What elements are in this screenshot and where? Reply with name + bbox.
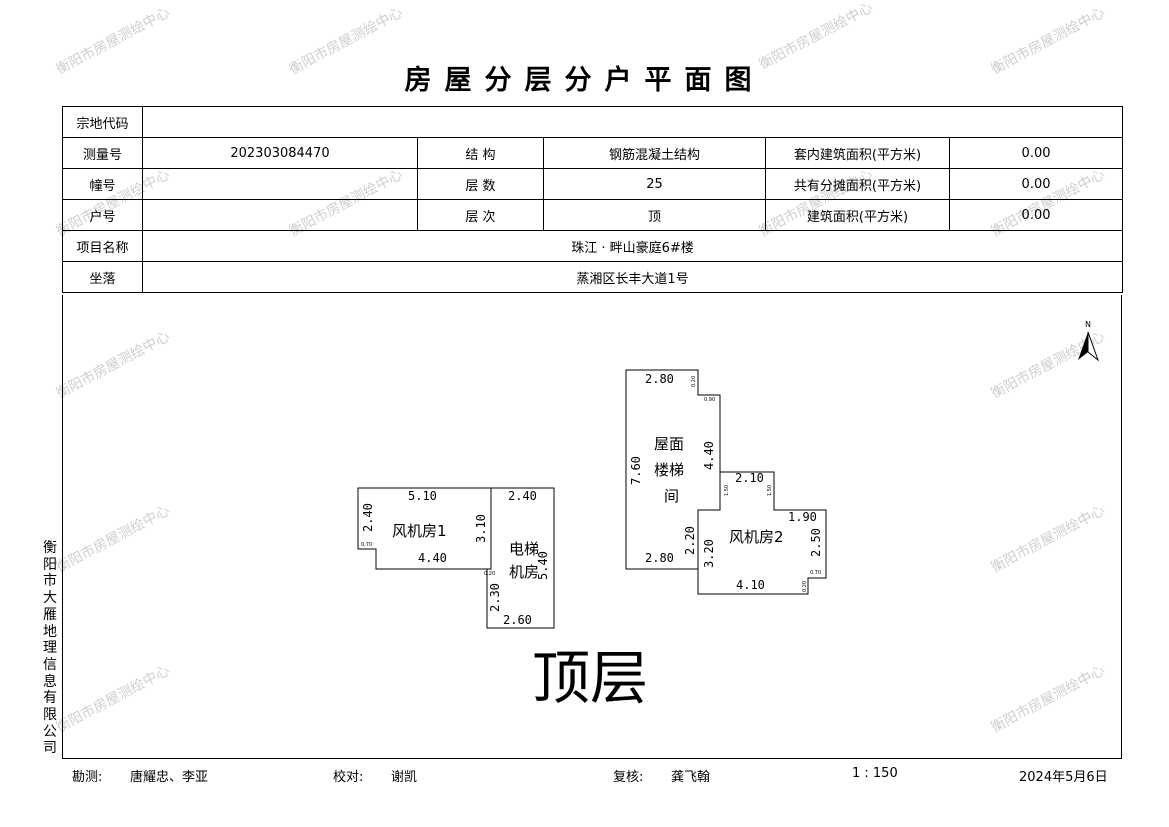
page-title: 房屋分层分户平面图 xyxy=(404,65,765,96)
room-name-roof-stairwell: 楼梯 xyxy=(654,461,684,479)
room-outline-fan-room-2 xyxy=(697,471,827,595)
north-arrow-icon: N xyxy=(1078,320,1100,362)
dimension-label: 3.20 xyxy=(702,539,716,568)
info-table: 宗地代码 测量号 202303084470 结 构 钢筋混凝土结构 套内建筑面积… xyxy=(62,106,1124,293)
shared-area-value: 0.00 xyxy=(948,168,1124,200)
inner-area-value: 0.00 xyxy=(948,137,1124,169)
row-label-building-number: 幢号 xyxy=(62,168,143,200)
row-label-project-name: 项目名称 xyxy=(62,230,143,262)
floor-plan-area xyxy=(62,295,1122,759)
dimension-label: 2.80 xyxy=(645,372,674,386)
dimension-label: 0.20 xyxy=(802,581,808,592)
room-name-fan-room-1: 风机房1 xyxy=(392,522,447,540)
floor-level-value: 顶 xyxy=(543,199,766,231)
dimension-label: 1.50 xyxy=(724,485,730,496)
room-name-roof-stairwell: 间 xyxy=(664,487,679,505)
table-row: 幢号 层 数 25 共有分摊面积(平方米) 0.00 xyxy=(62,168,1124,200)
dimension-label: 0.70 xyxy=(810,570,821,576)
dimension-label: 2.40 xyxy=(508,489,537,503)
room-name-fan-room-2: 风机房2 xyxy=(729,528,784,546)
dimension-label: 2.20 xyxy=(683,526,697,555)
room-name-elevator-room: 电梯 xyxy=(509,540,539,558)
dimension-label: 0.90 xyxy=(704,397,715,403)
reviewer-value: 龚飞翰 xyxy=(671,770,711,785)
date-text: 2024年5月6日 xyxy=(1019,770,1108,785)
dimension-label: 0.70 xyxy=(361,542,372,548)
dimension-label: 2.40 xyxy=(361,503,375,532)
floor-label: 顶层 xyxy=(532,644,648,712)
dimension-label: 1.90 xyxy=(788,510,817,524)
location-value: 蒸湘区长丰大道1号 xyxy=(141,261,1124,293)
dimension-label: 2.10 xyxy=(735,471,764,485)
dimension-label: 4.10 xyxy=(736,578,765,592)
company-name: 衡阳市大雁地理信息有限公司 xyxy=(43,540,57,757)
dimension-label: 3.10 xyxy=(474,514,488,543)
row-label-building-area: 建筑面积(平方米) xyxy=(765,199,950,231)
scale-text: 1 : 150 xyxy=(852,766,898,781)
table-row: 坐落 蒸湘区长丰大道1号 xyxy=(62,261,1124,293)
table-row: 项目名称 珠江 · 畔山豪庭6#楼 xyxy=(62,230,1124,262)
reviewer-label: 复核: xyxy=(613,770,644,785)
dimension-label: 0.20 xyxy=(484,571,495,577)
north-label: N xyxy=(1085,320,1091,329)
room-name-elevator-room: 机房 xyxy=(509,563,539,581)
dimension-label: 7.60 xyxy=(629,456,643,485)
dimension-label: 1.50 xyxy=(767,485,773,496)
dimension-label: 2.80 xyxy=(645,551,674,565)
table-row: 测量号 202303084470 结 构 钢筋混凝土结构 套内建筑面积(平方米)… xyxy=(62,137,1124,169)
dimension-label: 2.30 xyxy=(488,583,502,612)
dimension-label: 2.60 xyxy=(503,613,532,627)
dimension-label: 4.40 xyxy=(702,441,716,470)
dimension-label: 0.20 xyxy=(691,376,697,387)
row-label-parcel-code: 宗地代码 xyxy=(62,106,143,138)
surveyor-value: 唐耀忠、李亚 xyxy=(130,770,209,785)
dimension-label: 5.10 xyxy=(408,489,437,503)
building-area-value: 0.00 xyxy=(948,199,1124,231)
structure-value: 钢筋混凝土结构 xyxy=(543,137,766,169)
dimension-label: 5.40 xyxy=(536,551,550,580)
surveyor-label: 勘测: xyxy=(72,770,103,785)
checker-value: 谢凯 xyxy=(391,770,418,785)
row-label-location: 坐落 xyxy=(62,261,143,293)
checker-label: 校对: xyxy=(333,770,364,785)
floor-count-value: 25 xyxy=(543,168,766,200)
dimension-label: 2.50 xyxy=(809,528,823,557)
room-outline-elevator-room xyxy=(486,487,555,629)
dimension-label: 4.40 xyxy=(418,551,447,565)
room-name-roof-stairwell: 屋面 xyxy=(654,435,684,453)
